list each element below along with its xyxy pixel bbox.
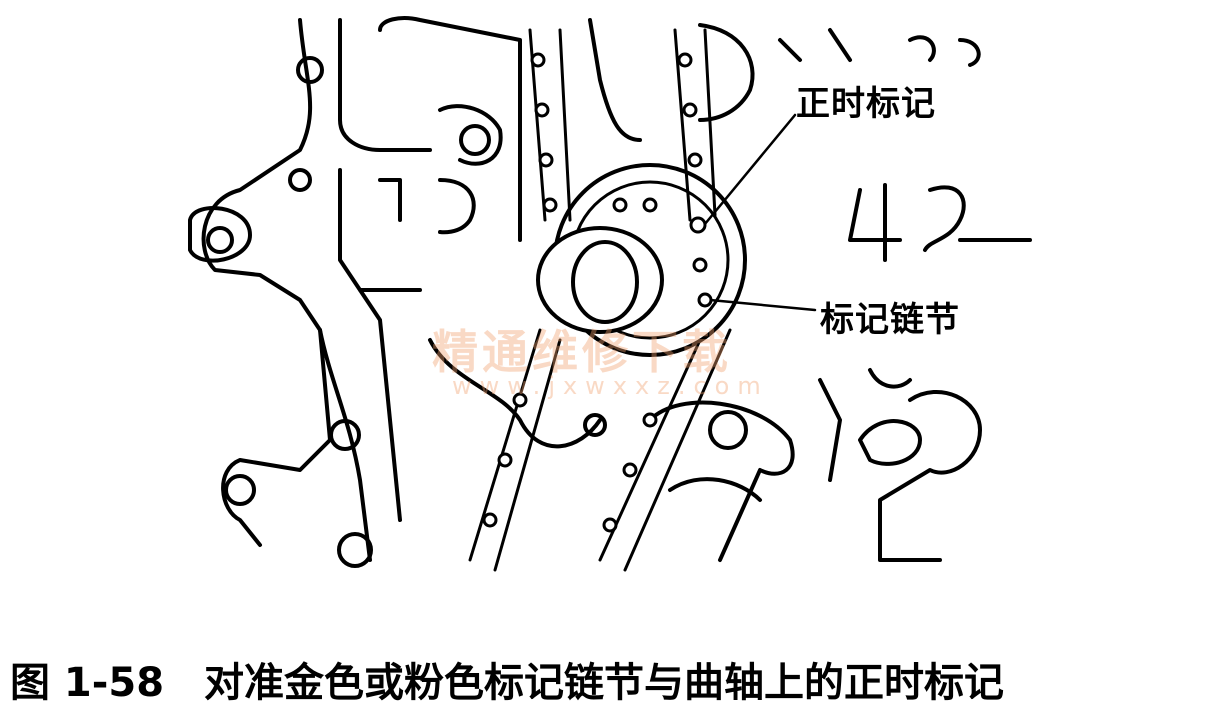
bolt <box>288 168 312 192</box>
leader-line-timing-mark <box>698 113 797 232</box>
chain-link <box>534 102 550 118</box>
chain-link <box>538 152 554 168</box>
bolt <box>206 226 234 254</box>
timing-chain-right-upper <box>673 28 717 222</box>
housing-slot <box>378 178 476 235</box>
chain-link <box>497 452 513 468</box>
oil-pump-housing <box>648 400 795 562</box>
chain-link <box>697 292 713 308</box>
bolt <box>708 410 748 450</box>
housing-right <box>588 18 642 142</box>
cam-housing <box>378 16 522 242</box>
chain-link <box>612 197 628 213</box>
engine-mark-glyph <box>848 183 1032 262</box>
upper-arc <box>698 23 755 122</box>
chain-link <box>642 412 658 428</box>
bolt <box>459 124 491 156</box>
marked-link-label: 标记链节 <box>820 300 960 340</box>
engine-block-outline <box>201 18 332 547</box>
crankshaft-hub-inner <box>571 240 639 324</box>
bolt <box>296 56 324 84</box>
timing-mark-label: 正时标记 <box>796 84 936 124</box>
bolt <box>337 532 373 568</box>
mount-lug <box>188 206 252 263</box>
chain-link <box>687 152 703 168</box>
chain-link <box>642 197 658 213</box>
right-top-shapes <box>778 28 981 67</box>
figure-caption: 图 1-58 对准金色或粉色标记链节与曲轴上的正时标记 <box>10 650 1220 708</box>
chain-link <box>622 462 638 478</box>
chain-link-marked <box>689 216 707 234</box>
bolt <box>583 413 607 437</box>
right-lever <box>858 419 922 466</box>
bolt <box>329 419 361 451</box>
timing-chain-left-lower <box>468 328 562 572</box>
leader-line-marked-link <box>708 298 817 312</box>
caption-text: 对准金色或粉色标记链节与曲轴上的正时标记 <box>204 660 1005 706</box>
watermark-text: 精通维修下载 <box>432 325 732 379</box>
bolt <box>224 474 256 506</box>
chain-link <box>512 392 528 408</box>
chain-link <box>542 197 558 213</box>
chain-link <box>692 257 708 273</box>
chain-link <box>482 512 498 528</box>
watermark-url: www.jxwxxz.com <box>452 372 769 400</box>
figure-number: 图 1-58 <box>10 660 165 706</box>
block-edge <box>318 328 372 562</box>
chain-link <box>602 517 618 533</box>
chain-link <box>530 52 546 68</box>
chain-link <box>677 52 693 68</box>
chain-link <box>682 102 698 118</box>
lower-left-curve <box>428 338 602 449</box>
block-inner-contour <box>338 18 432 522</box>
right-bracket <box>818 368 982 562</box>
